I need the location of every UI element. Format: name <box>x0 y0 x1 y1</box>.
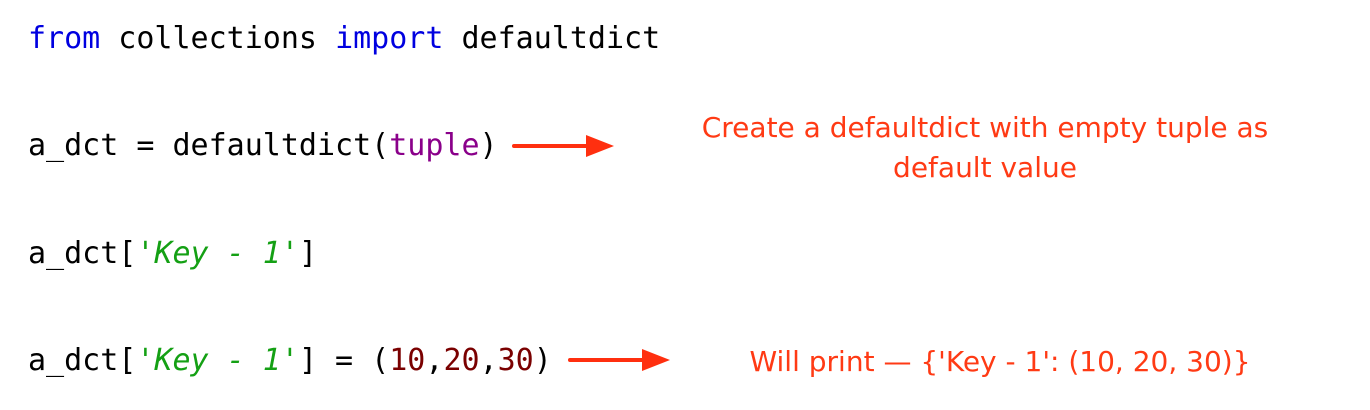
string-literal: 'Key - 1' <box>136 236 299 271</box>
code-text: ) <box>533 343 552 378</box>
arrow-head <box>586 135 614 157</box>
keyword-from: from <box>28 21 101 56</box>
print-annotation: Will print — {'Key - 1': (10, 20, 30)} <box>749 345 1251 378</box>
number-literal: 30 <box>497 343 534 378</box>
create-annotation-line1: Create a defaultdict with empty tuple as <box>701 111 1269 144</box>
right-arrow-icon <box>568 349 670 371</box>
code-line-assign: a_dct['Key - 1'] = (10,20,30) <box>28 346 552 376</box>
arrow-shaft <box>568 358 648 362</box>
right-arrow-icon <box>512 135 614 157</box>
create-annotation-line2: default value <box>893 151 1077 184</box>
number-literal: 20 <box>443 343 480 378</box>
code-text: ] = ( <box>298 343 390 378</box>
create-annotation: Create a defaultdict with empty tuple as… <box>660 108 1310 188</box>
imported-name: defaultdict <box>443 21 661 56</box>
code-text: ) <box>479 128 498 163</box>
code-text: , <box>479 343 498 378</box>
code-line-import: from collections import defaultdict <box>28 24 660 54</box>
code-text: a_dct = defaultdict( <box>28 128 390 163</box>
arrow-shaft <box>512 144 592 148</box>
keyword-import: import <box>335 21 444 56</box>
code-line-create: a_dct = defaultdict(tuple) <box>28 131 498 161</box>
code-text: , <box>425 343 444 378</box>
builtin-tuple: tuple <box>389 128 480 163</box>
code-text: a_dct[ <box>28 343 137 378</box>
module-name: collections <box>100 21 336 56</box>
string-literal: 'Key - 1' <box>136 343 299 378</box>
number-literal: 10 <box>389 343 426 378</box>
arrow-head <box>642 349 670 371</box>
code-text: ] <box>298 236 317 271</box>
code-line-access: a_dct['Key - 1'] <box>28 239 317 269</box>
code-text: a_dct[ <box>28 236 137 271</box>
